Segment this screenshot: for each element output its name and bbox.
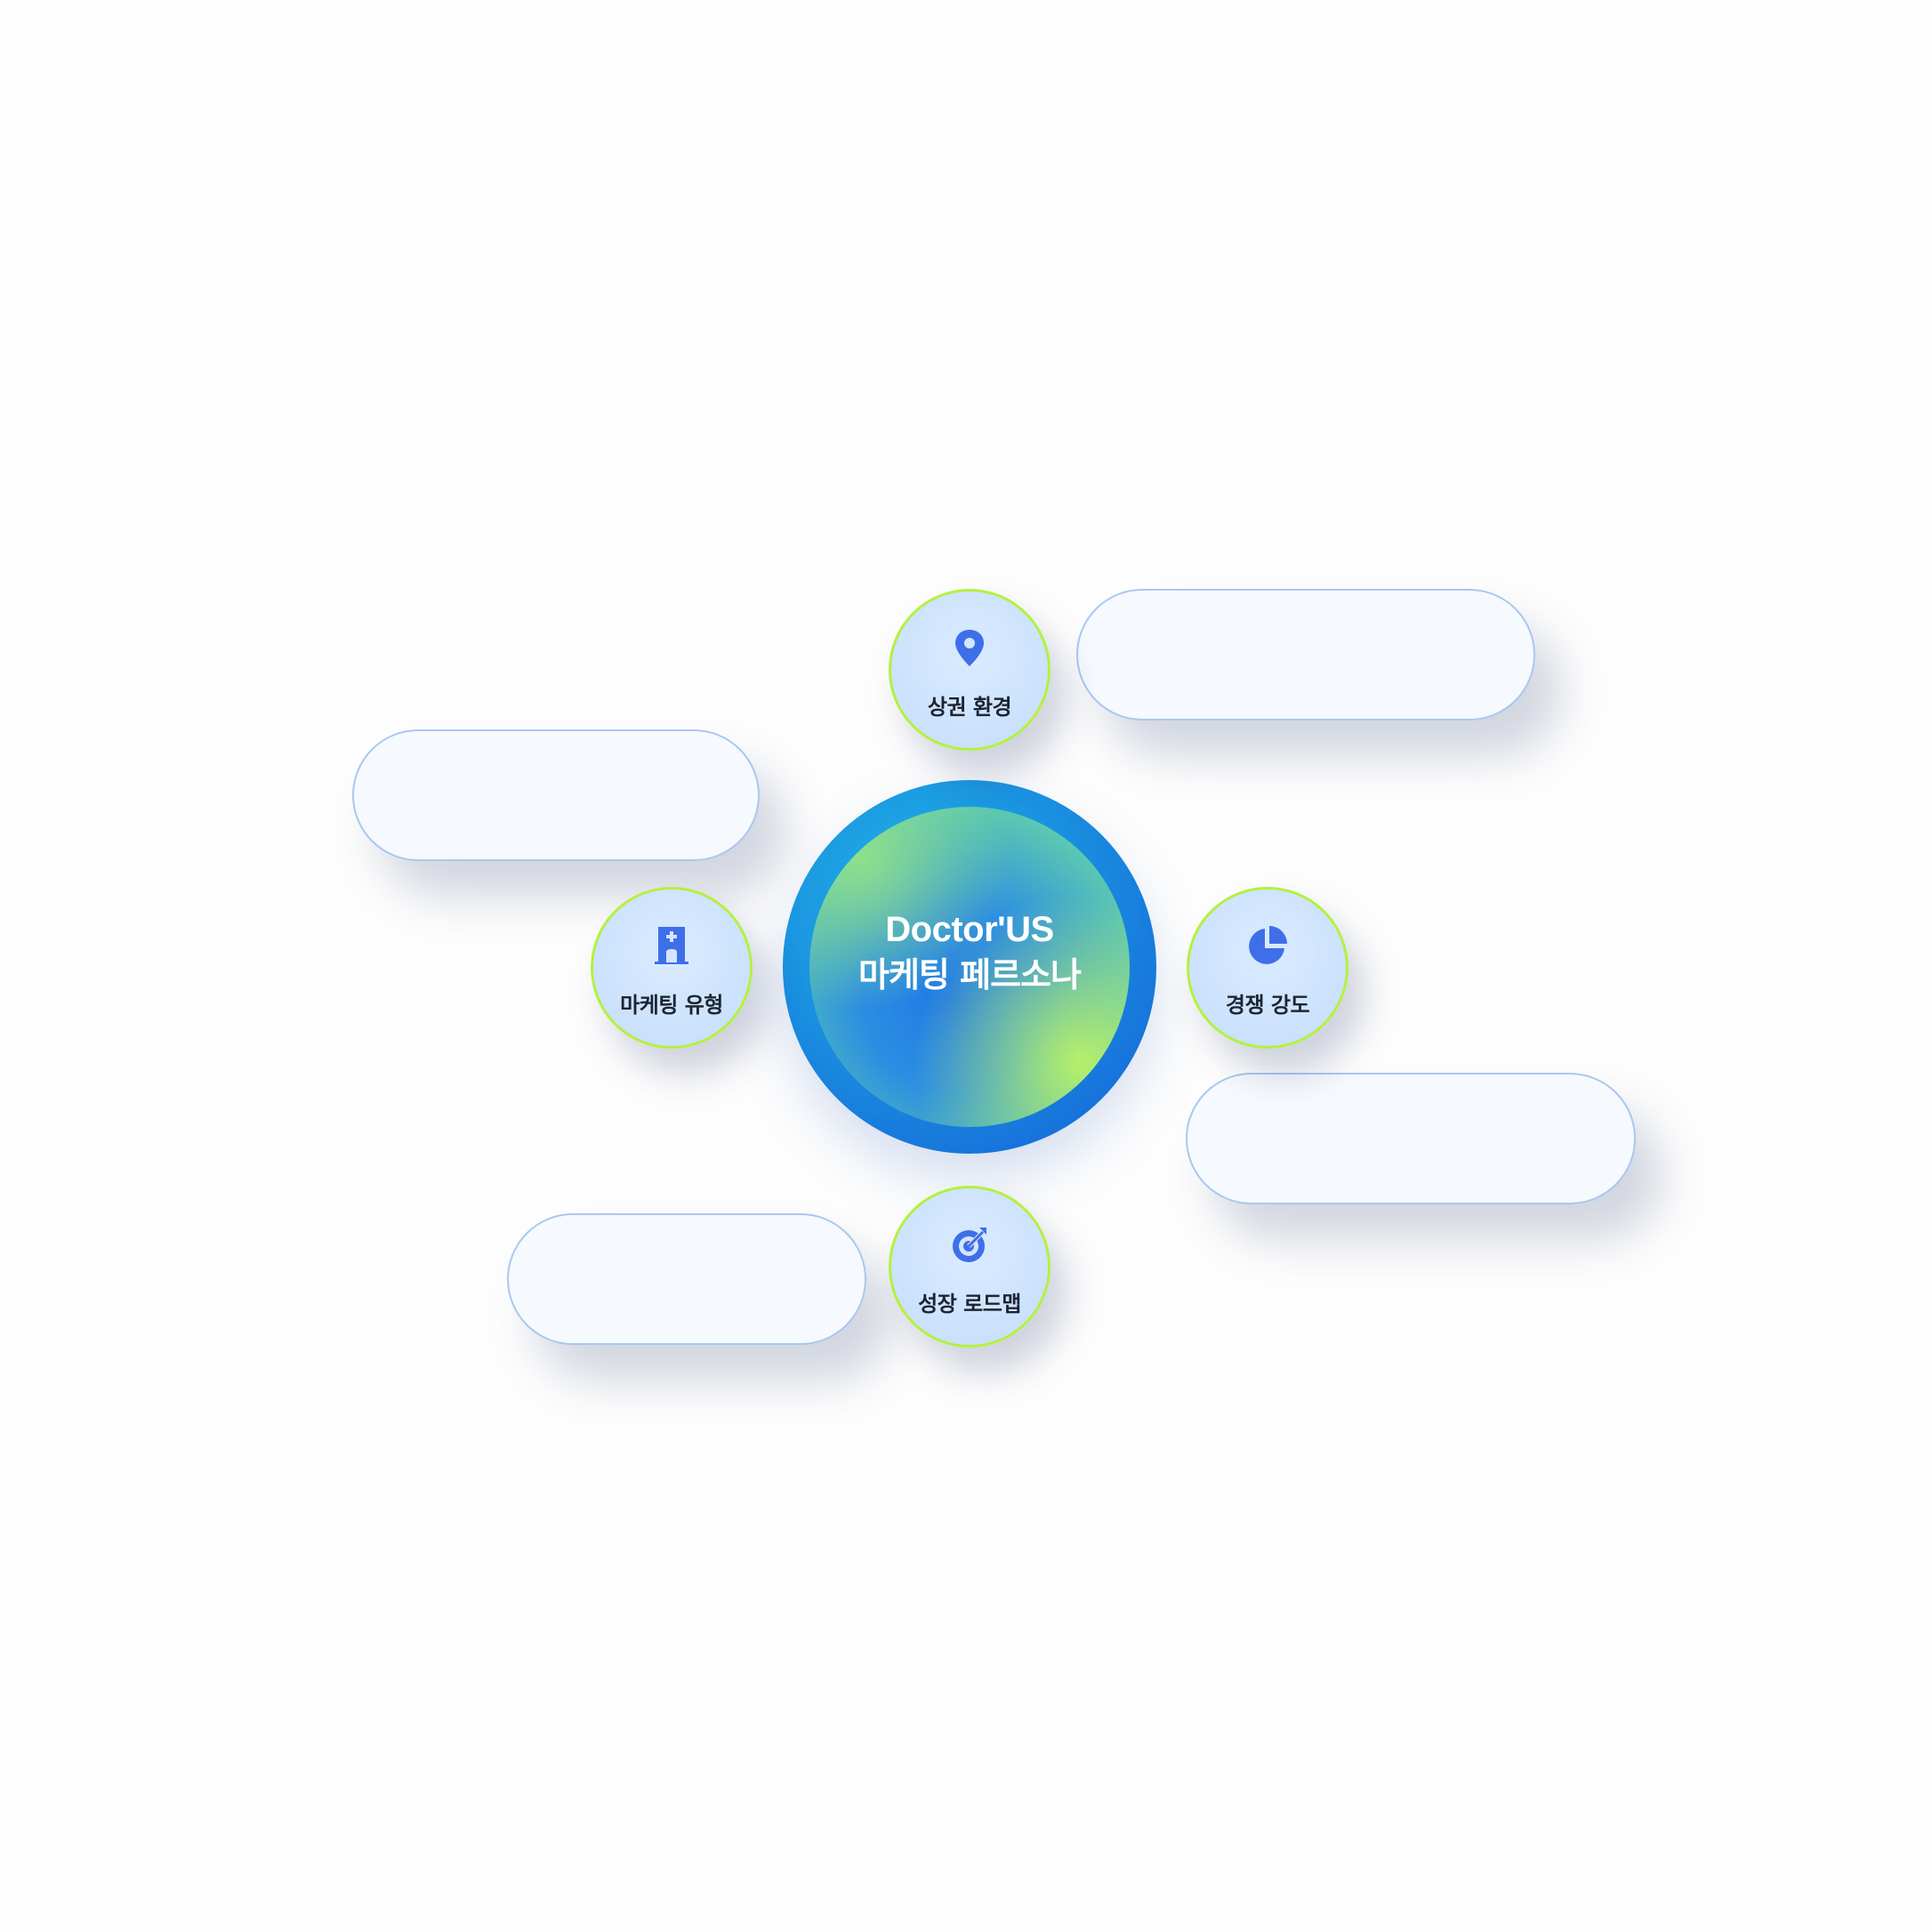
location-pin-icon	[955, 630, 984, 666]
brand-logo: Doctor'US	[885, 910, 1054, 949]
node-marketing-type: 마케팅 유형	[591, 887, 753, 1049]
center-orb	[809, 807, 1130, 1127]
center-label: Doctor'US 마케팅 페르소나	[809, 907, 1130, 998]
pill-marketing-type	[352, 729, 760, 861]
node-label: 마케팅 유형	[620, 993, 723, 1018]
node-growth-roadmap: 성장 로드맵	[889, 1186, 1051, 1348]
pie-chart-icon	[1249, 926, 1287, 964]
node-label: 경쟁 강도	[1225, 993, 1310, 1018]
center-title: 마케팅 페르소나	[858, 955, 1082, 994]
pill-commercial-environment	[1076, 589, 1535, 720]
node-label: 상권 환경	[927, 695, 1012, 720]
node-competition-intensity: 경쟁 강도	[1187, 887, 1348, 1049]
pill-growth-roadmap	[507, 1213, 866, 1345]
target-icon	[953, 1228, 986, 1262]
hospital-building-icon	[655, 927, 688, 964]
pill-competition-intensity	[1186, 1073, 1636, 1204]
node-commercial-environment: 상권 환경	[889, 589, 1051, 751]
node-label: 성장 로드맵	[918, 1292, 1021, 1316]
